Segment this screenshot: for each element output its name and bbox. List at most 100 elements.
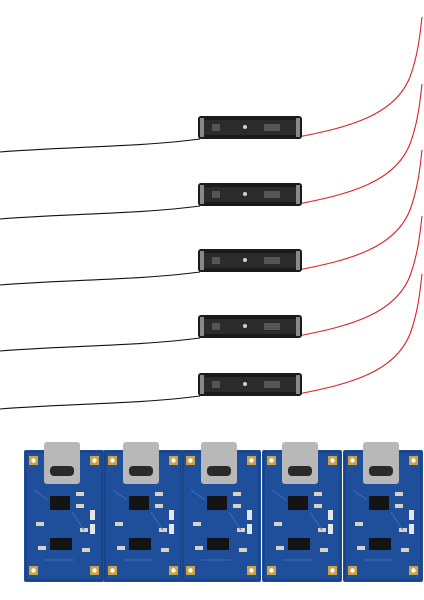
usb-c-port [288, 466, 312, 476]
pad-hole [92, 568, 97, 573]
smd-component [82, 548, 90, 552]
pad-hole [269, 568, 274, 573]
holder-contact-right [296, 118, 300, 137]
black-wire [0, 395, 201, 410]
holder-cavity [203, 319, 297, 334]
battery-holder-1 [0, 16, 423, 153]
charger-ic [129, 496, 149, 510]
battery-holder-2 [0, 83, 423, 220]
pad-hole [350, 458, 355, 463]
charger-ic [369, 496, 389, 510]
smd-component [76, 492, 84, 496]
smd-component [395, 492, 403, 496]
holder-slot [264, 191, 280, 198]
charger-board-4 [262, 442, 342, 582]
pad-hole [350, 568, 355, 573]
holder-slot [264, 257, 280, 264]
protection-ic [369, 538, 391, 550]
holder-contact-left [200, 317, 204, 336]
usb-c-connector [44, 442, 80, 484]
holder-contact-right [296, 251, 300, 270]
black-wire [0, 138, 201, 153]
protection-ic [129, 538, 151, 550]
smd-component [320, 548, 328, 552]
holder-contact-left [200, 118, 204, 137]
holder-hole [243, 258, 247, 262]
protection-ic [207, 538, 229, 550]
led [328, 510, 333, 520]
holder-cavity [203, 120, 297, 135]
pad-hole [330, 458, 335, 463]
holder-slot [212, 257, 220, 264]
charger-board-5 [343, 442, 423, 582]
holder-cavity [203, 377, 297, 392]
pad-hole [92, 458, 97, 463]
usb-c-port [50, 466, 74, 476]
battery-holder-group [0, 16, 423, 410]
led [90, 510, 95, 520]
red-wire [297, 149, 423, 271]
smd-component [38, 546, 46, 550]
red-wire [297, 83, 423, 205]
holder-hole [243, 382, 247, 386]
black-wire [0, 271, 201, 286]
holder-cavity [203, 253, 297, 268]
usb-c-connector [363, 442, 399, 484]
led [409, 510, 414, 520]
pad-hole [188, 568, 193, 573]
led [90, 524, 95, 534]
led [169, 510, 174, 520]
pad-hole [249, 458, 254, 463]
smd-component [314, 504, 322, 508]
pcb-trace [271, 489, 323, 561]
smd-component [193, 522, 201, 526]
led [169, 524, 174, 534]
pad-hole [249, 568, 254, 573]
usb-c-connector [123, 442, 159, 484]
pad-hole [110, 568, 115, 573]
holder-slot [264, 124, 280, 131]
holder-hole [243, 324, 247, 328]
holder-hole [243, 125, 247, 129]
pad-hole [269, 458, 274, 463]
smd-component [76, 504, 84, 508]
protection-ic [288, 538, 310, 550]
pad-hole [171, 568, 176, 573]
charger-board-1 [24, 442, 104, 582]
red-wire [297, 215, 423, 337]
smd-component [357, 546, 365, 550]
black-wire [0, 205, 201, 220]
holder-slot [264, 323, 280, 330]
battery-holder-3 [0, 149, 423, 286]
red-wire [297, 16, 423, 138]
smd-component [274, 522, 282, 526]
holder-slot [212, 323, 220, 330]
pad-hole [411, 568, 416, 573]
charger-ic [288, 496, 308, 510]
pcb-trace [190, 489, 242, 561]
smd-component [161, 548, 169, 552]
smd-component [233, 504, 241, 508]
charger-board-group [24, 442, 423, 582]
led [247, 524, 252, 534]
led [409, 524, 414, 534]
pad-hole [110, 458, 115, 463]
holder-slot [212, 191, 220, 198]
pcb-trace [352, 489, 404, 561]
usb-c-port [369, 466, 393, 476]
smd-component [155, 504, 163, 508]
smd-component [195, 546, 203, 550]
smd-component [117, 546, 125, 550]
holder-slot [264, 381, 280, 388]
holder-slot [212, 124, 220, 131]
battery-holder-4 [0, 215, 423, 352]
smd-component [233, 492, 241, 496]
holder-contact-left [200, 375, 204, 394]
red-wire [297, 273, 423, 395]
smd-component [355, 522, 363, 526]
usb-c-port [207, 466, 231, 476]
pad-hole [411, 458, 416, 463]
pad-hole [31, 568, 36, 573]
charger-board-3 [181, 442, 261, 582]
